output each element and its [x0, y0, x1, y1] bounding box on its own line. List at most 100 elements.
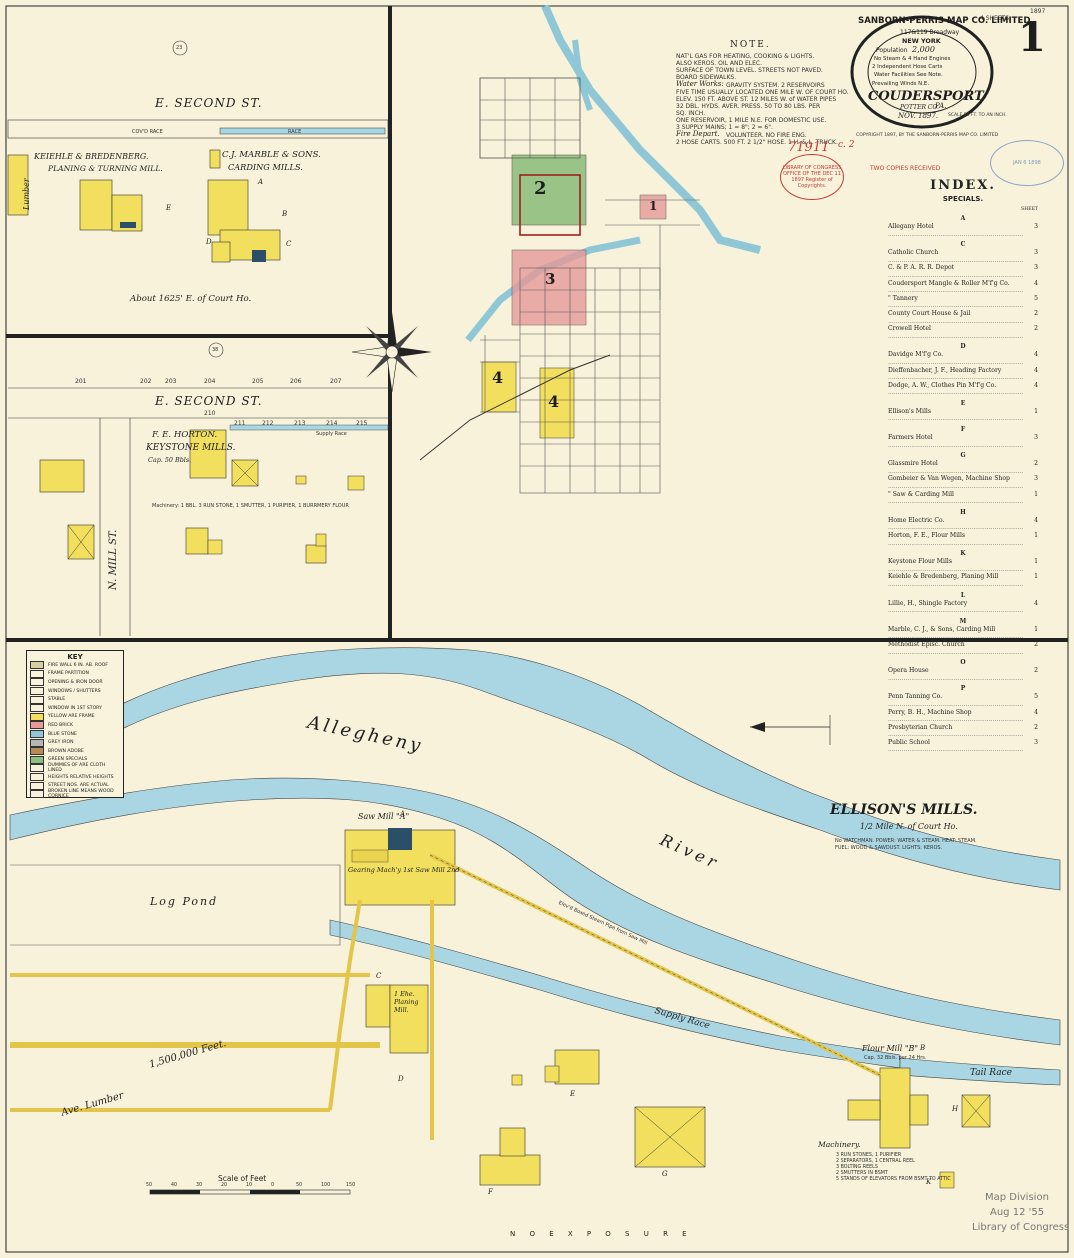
index-entry: Penn Tanning Co.5: [888, 693, 1038, 708]
index-entry-name: Home Electric Co.: [888, 517, 1031, 532]
seal-state: PA.: [935, 102, 947, 110]
key-label: HEIGHTS RELATIVE HEIGHTS: [48, 774, 114, 780]
index-entry-sheet: 1: [1034, 573, 1038, 581]
index-entry: Presbyterian Church2: [888, 724, 1038, 739]
key-swatch: [30, 790, 44, 799]
key-label: BLUE STONE: [48, 731, 77, 737]
index-letter-p: P: [960, 685, 966, 693]
key-swatch: [30, 773, 44, 782]
index-entry-name: Methodist Episc. Church: [888, 641, 1031, 656]
key-row: DUMMIES OF ARE CLOTH LINED: [27, 763, 123, 773]
key-row: STREET NOS. ARE ACTUAL: [27, 781, 123, 790]
water-works-label: Water Works:: [676, 80, 724, 88]
copyright-received-stamp: LIBRARY OF CONGRESS OFFICE OF THE DEC 11…: [780, 154, 844, 200]
fire-depart-label: Fire Depart.: [676, 130, 720, 138]
key-label: GREY IRON: [48, 740, 74, 746]
index-letter-c: C: [960, 241, 966, 249]
index-entry-sheet: 4: [1034, 708, 1038, 716]
index-entry-sheet: 1: [1034, 558, 1038, 566]
house-number-207: 207: [330, 378, 342, 385]
top-letter-d: D: [206, 238, 212, 246]
seal-date: NOV. 1897.: [898, 112, 939, 120]
scale-tick-label: 30: [196, 1183, 203, 1188]
fire-depart-2: 2 HOSE CARTS. 500 FT. 2 1/2" HOSE. 1 H. …: [676, 139, 838, 146]
key-label: STREET NOS. ARE ACTUAL: [48, 783, 109, 789]
index-entry-name: Public School: [888, 739, 1031, 754]
index-letter-o: O: [960, 659, 966, 667]
index-entry: Catholic Church3: [888, 249, 1038, 264]
key-label: GREEN SPECIALS: [48, 757, 88, 763]
fire-depart-1: VOLUNTEER. NO FIRE ENG.: [726, 132, 807, 139]
key-swatch: [30, 738, 44, 747]
index-subtitle: SPECIALS.: [942, 195, 984, 203]
cov-race-label: COV'D RACE: [132, 129, 163, 135]
log-pond-label: Log Pond: [150, 895, 219, 908]
key-row: GREY IRON: [27, 738, 123, 747]
index-sheet-col: SHEET: [1021, 207, 1038, 212]
supply-race-mid: Supply Race: [316, 431, 347, 437]
sheet-year-note: 1897: [1030, 8, 1046, 15]
index-entry-sheet: 1: [1034, 532, 1038, 539]
index-entry-sheet: 3: [1034, 738, 1038, 746]
index-entry: Allegany Hotel3: [888, 223, 1038, 238]
key-label: BROKEN LINE MEANS WOOD CORNICE: [48, 789, 114, 800]
index-entry-name: Keystone Flour Mills: [888, 558, 1031, 573]
house-number-204: 204: [204, 378, 216, 385]
index-entry: Horton, F. E., Flour Mills1: [888, 532, 1038, 547]
water-works-7: 3 SUPPLY MAINS; 1 = 8"; 2 = 6".: [676, 124, 773, 131]
house-number-206: 206: [290, 378, 302, 385]
index-entry-name: " Saw & Carding Mill: [888, 491, 1031, 506]
machinery-5: 5 STANDS OF ELEVATORS FROM BSMT TO ATTIC: [836, 1177, 951, 1182]
index-entry: Keiehle & Bredenberg, Planing Mill1: [888, 573, 1038, 588]
index-entry-name: Opera House: [888, 667, 1031, 682]
key-swatch: [30, 704, 44, 713]
index-entry-name: Coudersport Mangle & Roller M'f'g Co.: [888, 280, 1031, 295]
seal-hose-carts: 2 Independent Hose Carts: [872, 64, 943, 70]
ellisons-mills-sub: 1/2 Mile N. of Court Ho.: [860, 822, 958, 831]
house-number-201: 201: [75, 378, 87, 385]
title-seal: [850, 15, 994, 129]
key-label: WINDOWS / SHUTTERS: [48, 688, 101, 694]
saw-mill-a-label: Saw Mill "A": [358, 812, 410, 821]
house-number-202: 202: [140, 378, 152, 385]
scale-tick-label: 0: [271, 1183, 275, 1188]
water-works-1: GRAVITY SYSTEM. 2 RESERVOIRS: [726, 82, 825, 89]
ellisons-mills-note: No WATCHMAN. POWER: WATER & STEAM. HEAT:…: [835, 838, 977, 851]
tail-race-label: Tail Race: [970, 1068, 1013, 1078]
index-entry: Methodist Episc. Church2: [888, 641, 1038, 656]
map-division-line-3: Library of Congress: [972, 1222, 1070, 1233]
keystone-mills-label: KEYSTONE MILLS.: [146, 443, 236, 453]
house-number-212: 212: [262, 420, 274, 427]
key-swatch: [30, 712, 44, 721]
key-label: STABLE: [48, 697, 66, 703]
index-entry-name: Allegany Hotel: [888, 223, 1031, 238]
street-e-second-top: E. SECOND ST.: [155, 96, 263, 110]
index-entry-name: Crowell Hotel: [888, 325, 1031, 340]
seal-address: 117&119 Broadway: [900, 29, 960, 36]
machinery-label: Machinery.: [818, 1140, 861, 1149]
index-entry: Public School3: [888, 739, 1038, 754]
scale-tick-label: 40: [171, 1183, 178, 1188]
carding-mills-label: CARDING MILLS.: [228, 162, 303, 172]
scale-tick-label: 10: [246, 1183, 253, 1188]
index-entry-name: " Tannery: [888, 295, 1031, 310]
index-entry-name: Lillie, H., Shingle Factory: [888, 600, 1031, 615]
sheet-count-note: 4 SHEETS: [980, 15, 1010, 22]
key-row: HEIGHTS RELATIVE HEIGHTS: [27, 773, 123, 782]
index-entry-name: Keiehle & Bredenberg, Planing Mill: [888, 573, 1031, 588]
index-entry: Opera House2: [888, 667, 1038, 682]
scale-tick-label: 20: [221, 1183, 228, 1188]
index-letter-d: D: [960, 343, 966, 351]
key-label: RED BRICK: [48, 722, 74, 728]
distance-court-house: About 1625' E. of Court Ho.: [130, 294, 252, 304]
key-label: YELLOW ARE FRAME: [48, 714, 95, 720]
top-left-panel: [7, 40, 389, 263]
key-title: KEY: [67, 653, 83, 661]
bottom-panel: [9, 647, 1061, 1195]
index-entry-sheet: 3: [1034, 223, 1038, 230]
key-label: OPENING & IRON DOOR: [48, 679, 103, 685]
bldg-letter-a: A: [400, 810, 406, 818]
